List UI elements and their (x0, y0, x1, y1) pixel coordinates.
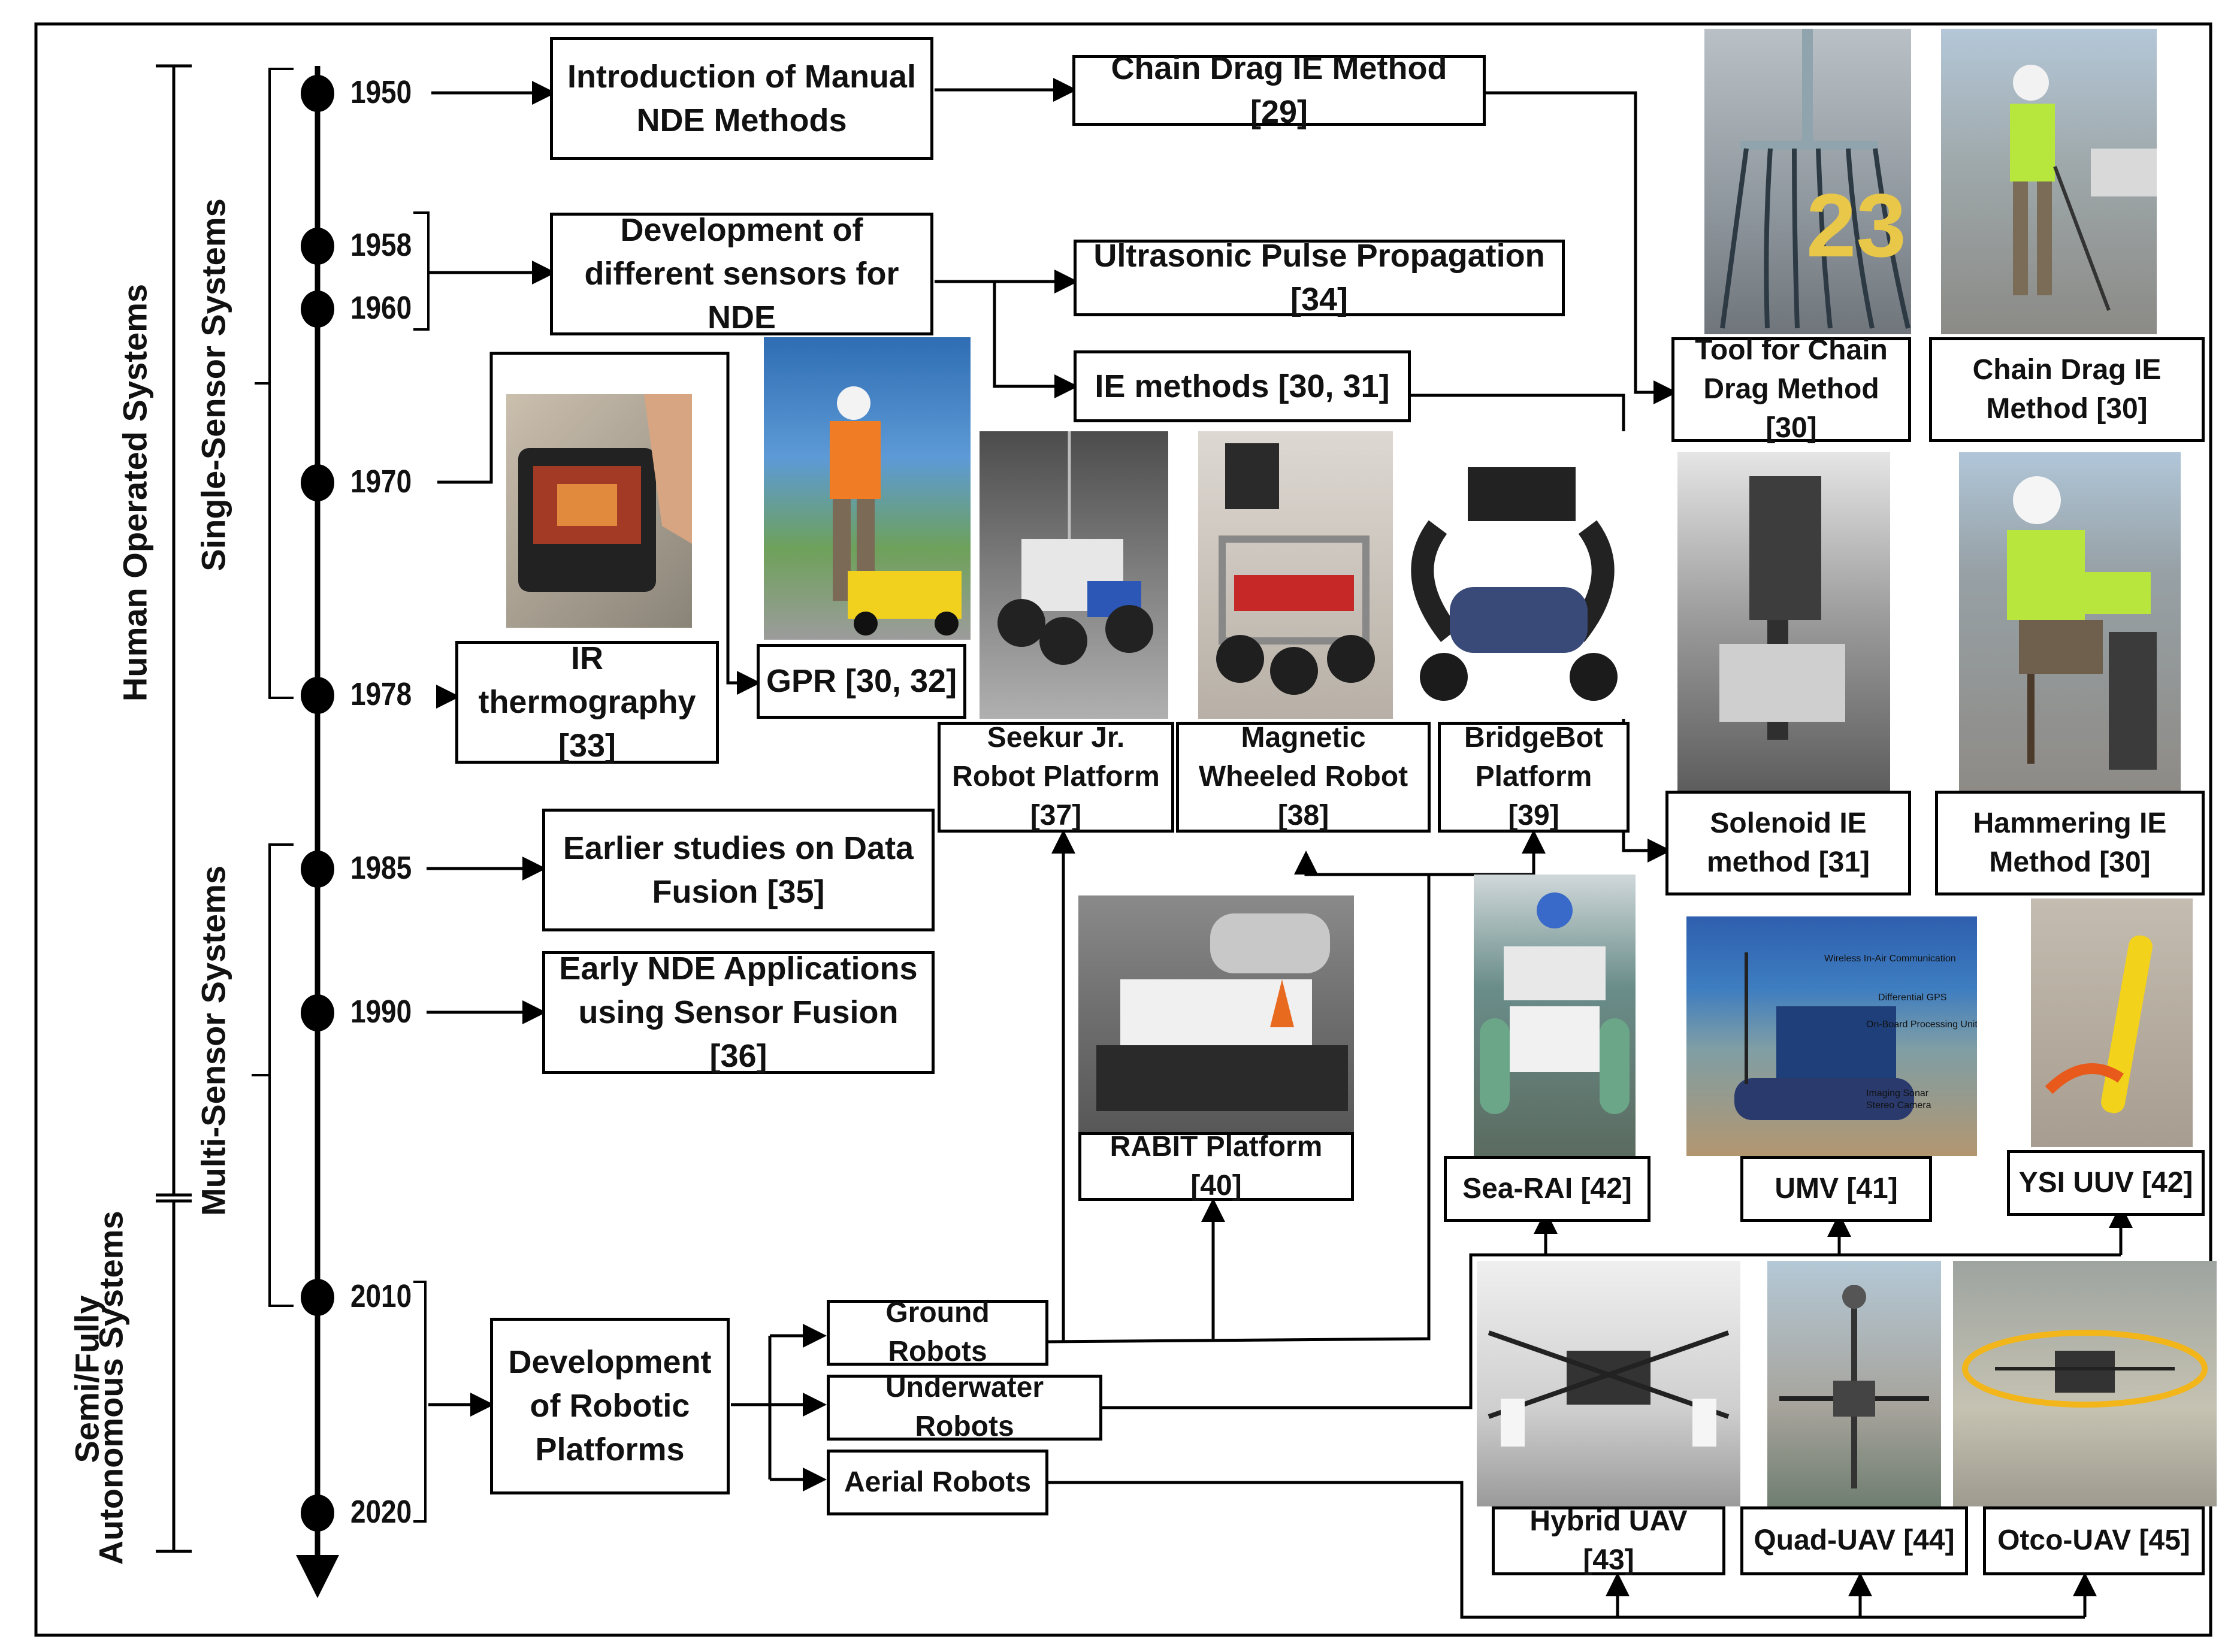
year-dot-2010 (301, 1279, 334, 1316)
data-fusion-box: Earlier studies on Data Fusion [35] (542, 809, 935, 931)
caption-magnetic: Magnetic Wheeled Robot [38] (1176, 722, 1431, 833)
hybrid-uav-photo (1477, 1261, 1740, 1506)
chain-number: 23 (1806, 175, 1906, 276)
caption-ysi-uuv: YSI UUV [42] (2007, 1150, 2205, 1216)
year-dot-2020 (301, 1494, 334, 1532)
category-semi-autonomous-2: Autonomous Systems (92, 1211, 130, 1565)
chain-drag-worker-photo (1941, 29, 2157, 334)
category-single-sensor: Single-Sensor Systems (194, 198, 232, 571)
chain-tool-photo: 23 (1704, 29, 1911, 334)
bracket-1958-1960 (413, 211, 430, 331)
year-dot-1990 (301, 994, 334, 1031)
solenoid-photo (1677, 452, 1890, 791)
magnetic-robot-illustration (1216, 443, 1375, 695)
umv-label-gps: Differential GPS (1878, 993, 1946, 1003)
ysi-uuv-photo (2031, 898, 2193, 1147)
umv-label-wireless: Wireless In-Air Communication (1824, 954, 1956, 964)
otco-uav-illustration (1962, 1330, 2208, 1408)
year-dot-1970 (301, 464, 334, 501)
ie-methods-box: IE methods [30, 31] (1074, 350, 1411, 422)
year-label-1950: 1950 (350, 74, 412, 110)
quad-uav-illustration (1779, 1285, 1929, 1488)
caption-otco-uav: Otco-UAV [45] (1983, 1506, 2205, 1575)
year-dot-1958 (301, 228, 334, 265)
hammering-photo (1959, 452, 2181, 791)
umv-label-sonar: Imaging Sonar (1866, 1088, 1929, 1099)
category-multi-sensor: Multi-Sensor Systems (194, 865, 232, 1217)
caption-hybrid-uav: Hybrid UAV [43] (1492, 1505, 1725, 1576)
year-dot-1960 (301, 291, 334, 328)
caption-quad-uav: Quad-UAV [44] (1740, 1506, 1968, 1575)
dev-robotic-box: Development of Robotic Platforms (490, 1318, 730, 1494)
solenoid-illustration (1719, 476, 1845, 740)
category-human-operated: Human Operated Systems (116, 283, 154, 702)
year-label-1960: 1960 (350, 290, 412, 326)
gpr-illustration (830, 386, 962, 636)
otco-uav-photo (1953, 1261, 2217, 1506)
hybrid-uav-illustration (1488, 1330, 1730, 1447)
umv-label-onboard: On-Board Processing Unit (1866, 1019, 1977, 1030)
caption-bridgebot: BridgeBot Platform [39] (1438, 722, 1630, 833)
diff-sensors-box: Development of different sensors for NDE (550, 212, 933, 335)
ground-robots-box: Ground Robots (827, 1297, 1048, 1367)
chain-tool-illustration: 23 (1720, 29, 1911, 329)
year-label-2020: 2020 (350, 1494, 412, 1530)
bracket-2010-2020 (413, 1281, 427, 1523)
multi-sensor-brace (252, 843, 294, 1307)
rabit-photo (1078, 895, 1354, 1135)
bridgebot-photo (1396, 431, 1630, 719)
worker-illustration (2010, 65, 2157, 311)
ysi-illustration (2045, 935, 2153, 1114)
year-label-1970: 1970 (350, 464, 412, 500)
ir-camera-illustration (518, 394, 692, 592)
aerial-robots-box: Aerial Robots (827, 1450, 1048, 1515)
underwater-robots-box: Underwater Robots (827, 1372, 1102, 1442)
manual-nde-box: Introduction of Manual NDE Methods (550, 37, 933, 160)
gpr-operator-photo (764, 337, 971, 640)
chain-drag-box: Chain Drag IE Method [29] (1072, 50, 1486, 130)
seekur-photo (980, 431, 1168, 719)
year-label-1985: 1985 (350, 850, 412, 886)
umv-illustration: Wireless In-Air Communication Differenti… (1734, 952, 1977, 1120)
seekur-illustration (997, 431, 1153, 665)
caption-sea-rai: Sea-RAI [42] (1444, 1156, 1650, 1222)
umv-label-camera: Stereo Camera (1866, 1100, 1931, 1111)
year-label-1958: 1958 (350, 227, 412, 263)
caption-tool-chain-drag: Tool for Chain Drag Method [30] (1671, 334, 1911, 444)
gpr-box: GPR [30, 32] (757, 644, 966, 719)
year-dot-1985 (301, 851, 334, 888)
year-label-2010: 2010 (350, 1278, 412, 1314)
ultrasonic-box: Ultrasonic Pulse Propagation [34] (1074, 238, 1565, 317)
rabit-illustration (1096, 913, 1348, 1111)
outer-frame (34, 22, 2212, 1637)
sea-rai-photo (1474, 875, 1636, 1156)
caption-rabit: RABIT Platform [40] (1078, 1131, 1354, 1202)
human-operated-bracket (156, 64, 192, 1197)
bridgebot-illustration (1411, 467, 1618, 701)
caption-umv: UMV [41] (1740, 1156, 1932, 1222)
semi-autonomous-bracket (156, 1199, 192, 1553)
single-sensor-brace (255, 68, 294, 699)
caption-solenoid-ie: Solenoid IE method [31] (1665, 791, 1911, 895)
year-dot-1950 (301, 75, 334, 112)
early-nde-apps-box: Early NDE Applications using Sensor Fusi… (542, 951, 935, 1074)
caption-chain-drag-ie: Chain Drag IE Method [30] (1929, 337, 2205, 442)
umv-photo: Wireless In-Air Communication Differenti… (1686, 916, 1977, 1156)
caption-seekur: Seekur Jr. Robot Platform [37] (938, 722, 1174, 833)
hammering-illustration (2007, 476, 2157, 770)
caption-hammering-ie: Hammering IE Method [30] (1935, 791, 2205, 895)
year-dot-1978 (301, 677, 334, 714)
year-label-1990: 1990 (350, 994, 412, 1030)
sea-rai-illustration (1480, 892, 1630, 1114)
quad-uav-photo (1767, 1261, 1941, 1506)
ir-camera-photo (506, 394, 692, 628)
year-label-1978: 1978 (350, 676, 412, 712)
magnetic-robot-photo (1198, 431, 1393, 719)
ir-thermography-box: IR thermography [33] (455, 640, 719, 764)
